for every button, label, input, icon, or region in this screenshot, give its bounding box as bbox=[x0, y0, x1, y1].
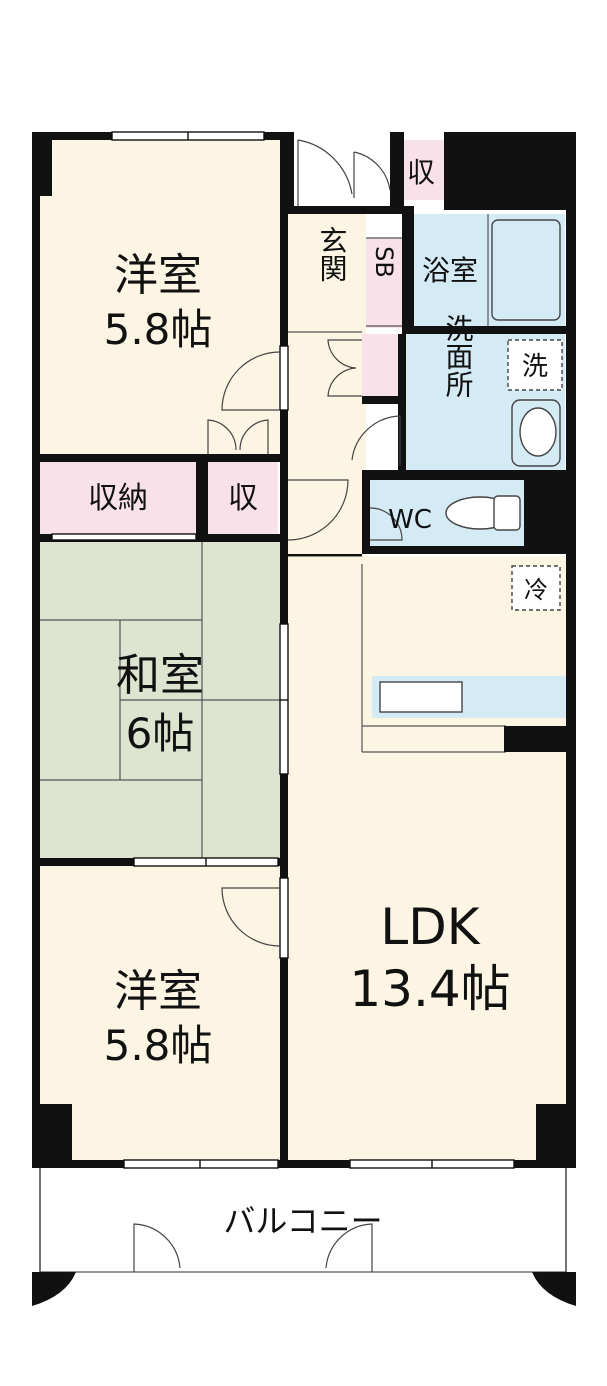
kitchen-sink bbox=[379, 681, 463, 713]
western-room-bottom-size: 5.8帖 bbox=[104, 1021, 213, 1070]
japanese-room-size: 6帖 bbox=[126, 709, 195, 758]
storage-small-label: 収 bbox=[228, 481, 258, 516]
ldk-label: LDK bbox=[380, 898, 480, 956]
shoe-box-label: SB bbox=[370, 246, 398, 278]
western-room-bottom-label: 洋室 bbox=[114, 966, 202, 1017]
sink-bowl bbox=[519, 407, 557, 457]
fixtures bbox=[379, 219, 563, 713]
washer-label: 洗 bbox=[522, 352, 548, 382]
western-room-top-floor bbox=[40, 140, 280, 454]
storage-small-floor bbox=[208, 462, 278, 534]
fridge-label: 冷 bbox=[524, 576, 548, 604]
storage-top-floor bbox=[398, 140, 444, 200]
western-room-top-size: 5.8帖 bbox=[104, 305, 213, 354]
entrance-label: 玄関 bbox=[316, 226, 349, 282]
entrance-floor bbox=[288, 214, 366, 334]
washroom-label: 洗面所 bbox=[442, 314, 475, 398]
balcony-corner-right bbox=[532, 1272, 576, 1306]
storage-left-floor bbox=[40, 462, 196, 534]
japanese-room-label: 和室 bbox=[116, 650, 204, 701]
windows bbox=[51, 131, 515, 1169]
toilet-tank bbox=[493, 495, 521, 531]
balcony-corner-left bbox=[32, 1272, 76, 1306]
shoe-box-floor bbox=[366, 238, 402, 328]
storage-top-label: 収 bbox=[407, 156, 435, 189]
wc-label: WC bbox=[388, 505, 432, 535]
bath-label: 浴室 bbox=[422, 254, 478, 287]
japanese-room-floor bbox=[40, 540, 280, 858]
balcony-outline bbox=[39, 1168, 567, 1272]
balcony-label: バルコニー bbox=[223, 1202, 382, 1240]
hall-storage-floor bbox=[362, 334, 402, 400]
fridge-space bbox=[511, 565, 561, 611]
washer-space bbox=[507, 339, 563, 391]
doors bbox=[133, 139, 403, 1272]
storage-left-label: 収納 bbox=[88, 481, 148, 516]
ldk-size: 13.4帖 bbox=[349, 960, 510, 1018]
tatami-lines bbox=[40, 540, 280, 858]
western-room-bottom-floor bbox=[40, 866, 280, 1160]
bathtub bbox=[491, 219, 561, 321]
western-room-top-label: 洋室 bbox=[114, 250, 202, 301]
ldk-floor bbox=[288, 556, 566, 1160]
